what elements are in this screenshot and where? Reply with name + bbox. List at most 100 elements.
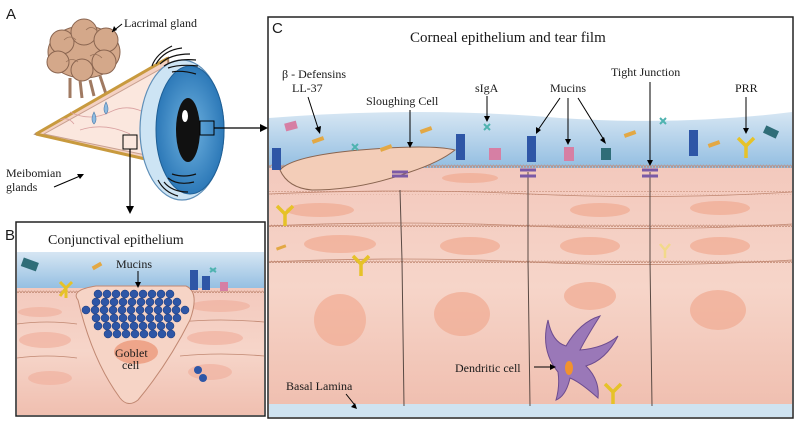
panel-c-cell-borders: [399, 172, 653, 407]
meibomian-label-line1: Meibomian: [6, 166, 61, 180]
panel-c-siga-block: [762, 125, 780, 139]
panel-c-prr: [275, 136, 756, 404]
panel-b-defensin-icon: [91, 261, 103, 271]
panel-c-layer-microvilli: [269, 191, 792, 263]
mucin-granule: [139, 329, 149, 339]
mucin-granule: [81, 305, 91, 315]
mucin-granule: [127, 297, 137, 307]
mucins-arrowhead: [565, 139, 571, 145]
mucin-granule: [138, 321, 148, 331]
panel-c-mucins: [272, 130, 698, 170]
mucin-granule: [121, 329, 131, 339]
mucin-granule: [93, 289, 103, 299]
dendritic-arrowhead: [550, 364, 556, 370]
panel-c-prr-faint: [659, 243, 671, 258]
mucin-granule: [147, 289, 157, 299]
defensins-arrow: [307, 96, 319, 129]
basal-lamina-arrowhead: [351, 403, 357, 409]
panel-c-nuclei: [286, 173, 750, 346]
mucin-granule: [100, 297, 110, 307]
panel-b-mucins-label: Mucins: [116, 257, 152, 271]
lacrimal-gland: [46, 18, 121, 99]
tear-drop-icon: [103, 101, 109, 115]
mucin-granule: [148, 329, 158, 339]
sloughing-cell-label: Sloughing Cell: [366, 94, 439, 108]
panel-c-title: Corneal epithelium and tear film: [410, 30, 606, 46]
mucin-granule: [117, 305, 127, 315]
mucin-granule: [135, 305, 145, 315]
mucin-granule: [93, 321, 103, 331]
mucin-granule: [136, 297, 146, 307]
panel-c-mucins-pink: [284, 120, 574, 161]
tight-junction-label: Tight Junction: [611, 65, 680, 79]
arrow-to-panel-b-head: [126, 206, 134, 214]
siga-label: sIgA: [475, 81, 499, 95]
mucin-granule: [154, 313, 164, 323]
mucin-granule: [171, 305, 181, 315]
goblet-label-line1: Goblet: [115, 346, 148, 360]
mucin-granule: [157, 329, 167, 339]
mucin-granules: [81, 289, 190, 339]
mucin-granule: [129, 289, 139, 299]
panel-b-siga-small-icon: [209, 267, 217, 273]
sloughing-cell: [279, 146, 457, 191]
mucin-granule: [91, 313, 101, 323]
mucin-granule: [166, 329, 176, 339]
meibomian-label-line2: glands: [6, 180, 38, 194]
panel-a-letter: A: [6, 6, 16, 23]
siga-arrowhead: [484, 116, 490, 122]
mucin-granule: [156, 321, 166, 331]
mucin-granule: [120, 321, 130, 331]
tight-junction-arrowhead: [647, 160, 653, 166]
goblet-label-line2: cell: [122, 358, 140, 372]
panel-c-letter: C: [272, 20, 283, 37]
panel-b-mucin-icon: [190, 270, 198, 290]
mucin-granule: [180, 305, 190, 315]
mucin-granule: [136, 313, 146, 323]
mucin-granule: [162, 305, 172, 315]
panel-b-letter: B: [5, 227, 15, 244]
defensins-label-line1: β - Defensins: [282, 67, 346, 81]
sloughing-arrowhead: [407, 142, 413, 148]
mucin-granule: [144, 305, 154, 315]
mucin-granule: [108, 305, 118, 315]
defensins-label-line2: LL-37: [292, 81, 323, 95]
mucin-granule: [165, 321, 175, 331]
mucin-granule: [99, 305, 109, 315]
panel-b-title: Conjunctival epithelium: [48, 233, 184, 248]
tear-drop-icon: [91, 111, 97, 125]
basal-lamina-arrow: [345, 393, 355, 405]
mucin-granule: [147, 321, 157, 331]
mucin-granule: [112, 329, 122, 339]
dendritic-cell: [545, 315, 619, 401]
mucin-granule: [163, 313, 173, 323]
mucin-granule: [118, 313, 128, 323]
dendritic-cell-nucleus: [565, 361, 573, 375]
panel-a: A Lacrimal gland: [6, 6, 268, 214]
mucin-granule: [109, 297, 119, 307]
panel-c-siga: [351, 117, 667, 151]
mucin-granule: [165, 289, 175, 299]
mucin-granule: [111, 321, 121, 331]
panel-b-siga-icon: [20, 257, 39, 272]
mucin-granule: [126, 305, 136, 315]
lacrimal-gland-arrowhead: [112, 26, 117, 32]
arrow-to-panel-c-head: [260, 124, 268, 132]
panel-b-prr-icon: [58, 280, 74, 298]
mucin-granule: [103, 329, 113, 339]
mucin-granule: [138, 289, 148, 299]
prr-arrowhead: [743, 128, 749, 134]
panel-b-mucins-arrowhead: [135, 282, 141, 288]
basal-lamina: [269, 404, 792, 417]
mucin-granule: [145, 313, 155, 323]
mucin-granule: [102, 321, 112, 331]
panel-b: B Conjunctival epithelium Goblet cell Mu…: [5, 221, 266, 417]
mucin-granule: [120, 289, 130, 299]
basal-lamina-label: Basal Lamina: [286, 379, 353, 393]
panel-b-mucin-icon: [202, 276, 210, 290]
mucin-granule: [130, 329, 140, 339]
panel-b-cells: [18, 300, 250, 385]
mucin-granule: [91, 297, 101, 307]
defensins-arrowhead: [315, 126, 321, 134]
